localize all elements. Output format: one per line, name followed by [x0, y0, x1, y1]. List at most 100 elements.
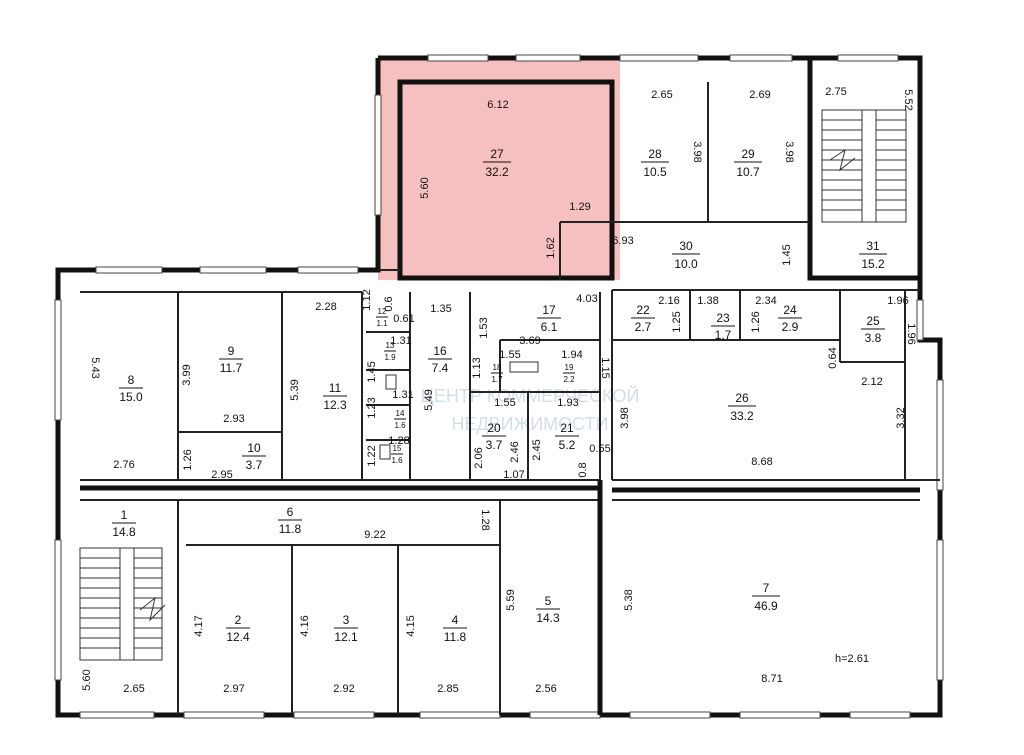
room-8: 815.0	[119, 373, 143, 404]
svg-text:12: 12	[378, 307, 387, 316]
stair-tower-wall	[807, 58, 920, 281]
svg-text:3.8: 3.8	[865, 331, 882, 345]
svg-text:10: 10	[247, 441, 261, 455]
svg-text:6: 6	[287, 505, 294, 519]
svg-text:27: 27	[490, 147, 504, 161]
svg-text:5.38: 5.38	[623, 589, 635, 610]
svg-text:2.95: 2.95	[211, 469, 232, 481]
svg-text:2: 2	[235, 613, 242, 627]
svg-text:1.55: 1.55	[494, 397, 515, 409]
svg-text:2.69: 2.69	[749, 89, 770, 101]
stair-top-right	[821, 109, 907, 223]
svg-text:15.0: 15.0	[119, 390, 143, 404]
svg-text:1.31: 1.31	[392, 389, 413, 401]
svg-text:3.7: 3.7	[486, 438, 503, 452]
svg-text:1.29: 1.29	[569, 201, 590, 213]
room-15: 151.6	[391, 444, 403, 465]
svg-text:1.13: 1.13	[471, 357, 483, 378]
svg-text:1.94: 1.94	[561, 349, 582, 361]
svg-text:46.9: 46.9	[754, 599, 778, 613]
svg-text:3.98: 3.98	[783, 141, 795, 162]
room-25: 253.8	[861, 314, 885, 345]
svg-text:8.71: 8.71	[761, 673, 782, 685]
room-10: 103.7	[242, 441, 266, 472]
svg-text:9: 9	[228, 344, 235, 358]
svg-text:8: 8	[128, 373, 135, 387]
room-21: 215.2	[555, 421, 579, 452]
room-2: 212.4	[226, 613, 250, 644]
svg-text:2.65: 2.65	[123, 683, 144, 695]
svg-text:31: 31	[866, 239, 880, 253]
svg-text:21: 21	[560, 421, 574, 435]
svg-text:0.6: 0.6	[383, 296, 395, 311]
svg-text:14.8: 14.8	[112, 525, 136, 539]
svg-text:10.0: 10.0	[674, 257, 698, 271]
svg-text:1.93: 1.93	[557, 397, 578, 409]
room-9: 911.7	[219, 344, 243, 375]
svg-text:1.45: 1.45	[366, 361, 378, 382]
svg-text:5.59: 5.59	[505, 589, 517, 610]
room-22: 222.7	[631, 303, 655, 334]
room-5: 514.3	[536, 594, 560, 625]
svg-text:1.23: 1.23	[366, 397, 378, 418]
svg-text:16: 16	[433, 344, 447, 358]
svg-text:11: 11	[329, 381, 342, 395]
svg-text:10.5: 10.5	[643, 165, 667, 179]
svg-text:3.99: 3.99	[181, 364, 193, 385]
svg-text:4.17: 4.17	[193, 615, 205, 636]
svg-text:22: 22	[636, 303, 650, 317]
svg-text:10.7: 10.7	[736, 165, 760, 179]
svg-text:5.60: 5.60	[419, 177, 431, 198]
room-3: 312.1	[334, 613, 358, 644]
svg-text:1.22: 1.22	[366, 445, 378, 466]
svg-text:1.55: 1.55	[499, 349, 520, 361]
svg-text:4.16: 4.16	[299, 615, 311, 636]
svg-text:1.31: 1.31	[390, 335, 411, 347]
room-18: 181.7	[491, 363, 503, 384]
svg-text:1.6: 1.6	[391, 456, 403, 465]
svg-text:0.8: 0.8	[577, 462, 589, 477]
svg-text:2.56: 2.56	[535, 683, 556, 695]
svg-text:26: 26	[735, 391, 749, 405]
fixtures	[379, 361, 539, 460]
svg-text:23: 23	[716, 311, 730, 325]
svg-text:2.2: 2.2	[563, 375, 575, 384]
height-note: h=2.61	[835, 653, 869, 665]
svg-text:25: 25	[866, 314, 880, 328]
svg-text:3.98: 3.98	[691, 141, 703, 162]
svg-text:7.4: 7.4	[432, 361, 449, 375]
svg-text:8.68: 8.68	[751, 456, 772, 468]
svg-text:2.45: 2.45	[531, 439, 543, 460]
svg-text:1.6: 1.6	[394, 421, 406, 430]
svg-text:0.55: 0.55	[589, 443, 610, 455]
svg-text:14.3: 14.3	[536, 611, 560, 625]
svg-text:1.96: 1.96	[905, 323, 917, 344]
svg-text:2.28: 2.28	[315, 301, 336, 313]
svg-text:6.1: 6.1	[541, 320, 558, 334]
svg-text:1.15: 1.15	[599, 357, 611, 378]
svg-text:4.03: 4.03	[576, 293, 597, 305]
svg-text:2.92: 2.92	[333, 683, 354, 695]
svg-text:11.8: 11.8	[444, 630, 467, 644]
svg-text:1.45: 1.45	[781, 244, 793, 265]
svg-text:3.32: 3.32	[895, 407, 907, 428]
svg-text:4: 4	[452, 613, 459, 627]
svg-text:6.12: 6.12	[487, 99, 508, 111]
svg-text:3.69: 3.69	[519, 335, 540, 347]
svg-text:1.35: 1.35	[430, 303, 451, 315]
svg-text:1.38: 1.38	[697, 295, 718, 307]
svg-text:11.7: 11.7	[220, 361, 243, 375]
svg-text:3.98: 3.98	[619, 407, 631, 428]
svg-text:5.43: 5.43	[89, 357, 101, 378]
svg-text:1.12: 1.12	[361, 289, 373, 310]
room-17: 176.1	[537, 303, 561, 334]
svg-text:1.07: 1.07	[503, 469, 524, 481]
svg-text:1.26: 1.26	[750, 311, 762, 332]
svg-text:1.7: 1.7	[715, 328, 732, 342]
svg-text:2.93: 2.93	[223, 413, 244, 425]
